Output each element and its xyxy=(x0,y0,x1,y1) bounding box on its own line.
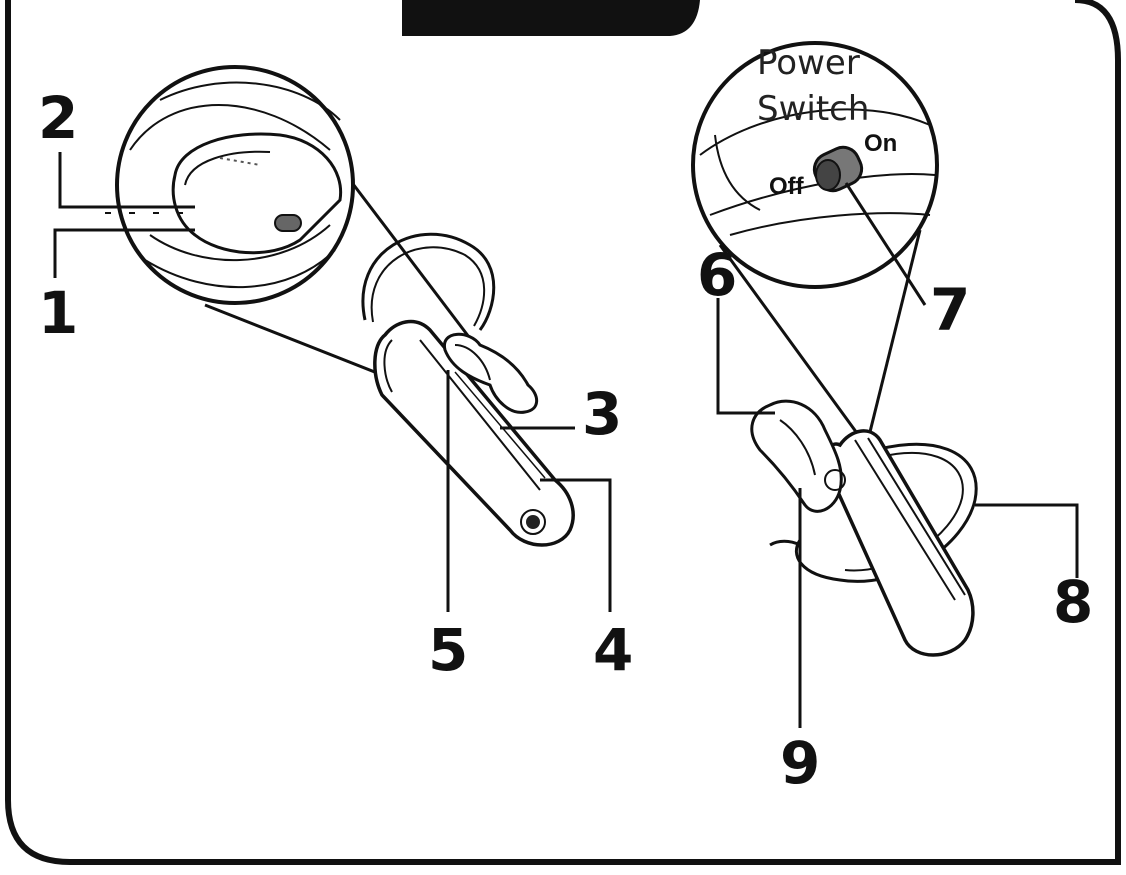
callout-6: 6 xyxy=(697,241,737,309)
ear-gel xyxy=(443,332,539,414)
switch-on-label: On xyxy=(864,130,897,157)
leader-lines-right xyxy=(716,182,1079,728)
callout-7: 7 xyxy=(930,276,970,344)
leader-lines-left xyxy=(53,152,612,612)
switch-magnifier xyxy=(691,41,939,289)
callout-1: 1 xyxy=(38,279,78,347)
leader-line-7 xyxy=(844,182,927,306)
callout-8: 8 xyxy=(1053,568,1093,636)
side-ear-hook xyxy=(794,442,978,583)
callout-3: 3 xyxy=(582,380,622,448)
zoom-line-right-a xyxy=(718,244,864,441)
ear-hook-loop xyxy=(361,232,496,331)
leader-line-6 xyxy=(716,298,775,415)
callout-2: 2 xyxy=(38,84,78,152)
power-switch-label-line1: Power xyxy=(757,43,860,83)
leader-line-8 xyxy=(975,503,1079,578)
callout-4: 4 xyxy=(593,616,633,684)
zoom-line-upper xyxy=(348,179,477,346)
callout-9: 9 xyxy=(780,729,820,797)
leader-line-4 xyxy=(540,478,612,612)
headset-front-view xyxy=(204,179,575,547)
headset-side-view xyxy=(718,229,978,657)
switch-off-label: Off xyxy=(769,173,805,200)
headset-button xyxy=(526,515,540,529)
port-magnifier xyxy=(115,65,355,305)
leader-line-1 xyxy=(53,228,195,278)
diagram-frame xyxy=(5,0,1121,865)
power-switch-label-line2: Switch xyxy=(757,89,869,129)
title-tab xyxy=(402,0,700,36)
callout-5: 5 xyxy=(428,616,468,684)
side-ear-gel xyxy=(750,399,843,513)
zoom-line-lower xyxy=(204,303,396,382)
leader-line-2 xyxy=(58,152,195,209)
headset-body xyxy=(373,319,575,547)
zoom-line-right-b xyxy=(866,229,922,441)
